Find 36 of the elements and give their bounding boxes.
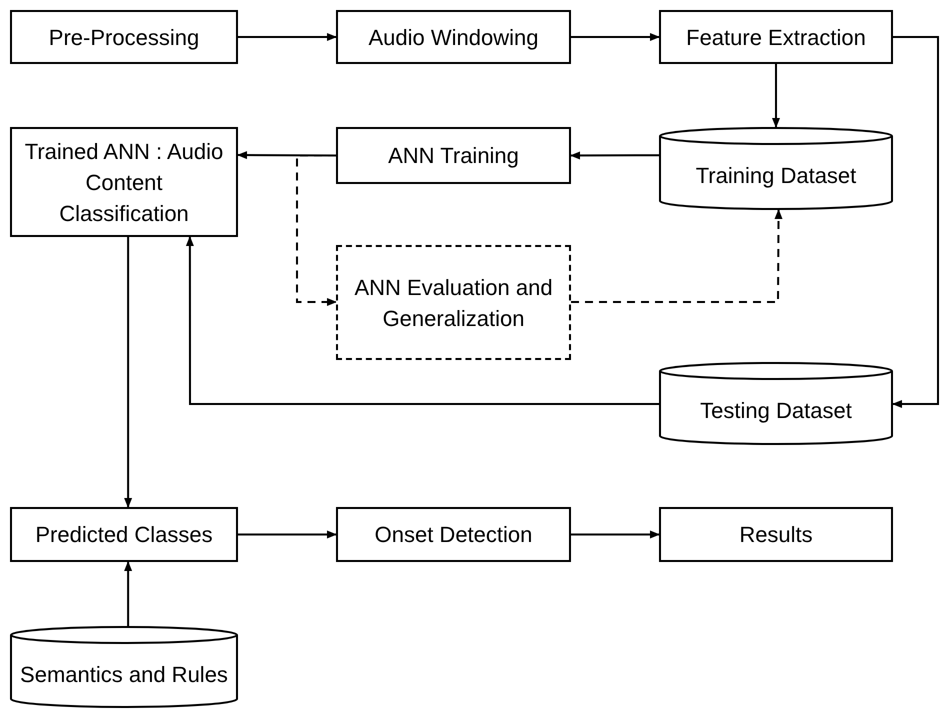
arrow [571,33,660,41]
node-label: ANN Evaluation and Generalization [353,274,554,332]
node-label: Semantics and Rules [19,660,229,688]
arrow [186,236,659,405]
node-label: Audio Windowing [368,24,540,52]
arrow [571,530,660,538]
arrow [570,151,659,160]
process-box [336,507,571,562]
node-label: Results [738,521,814,549]
dashed-arrow [571,209,783,304]
node-label: Predicted Classes [34,521,214,549]
dashed-process-box [336,245,571,360]
node-label: Trained ANN : Audio Content Classification [24,138,224,228]
database-cylinder [659,362,893,445]
node-label: Training Dataset [694,162,858,190]
node-label: Feature Extraction [685,24,867,52]
dashed-arrow [296,154,337,306]
node-label: Onset Detection [374,521,534,549]
process-box [336,127,571,184]
arrow [892,36,939,408]
node-label: Testing Dataset [699,397,853,425]
process-box [10,507,238,562]
arrow [772,64,780,128]
process-box [10,127,238,237]
arrow [124,237,132,508]
arrow [238,33,337,41]
node-label: ANN Training [387,142,520,170]
process-box [659,10,893,64]
process-box [336,10,571,64]
database-cylinder [659,127,893,210]
arrow [124,561,132,626]
node-label: Pre-Processing [48,24,200,52]
arrow [238,530,337,538]
process-box [10,10,238,64]
process-box [659,507,893,562]
database-cylinder [10,626,238,708]
